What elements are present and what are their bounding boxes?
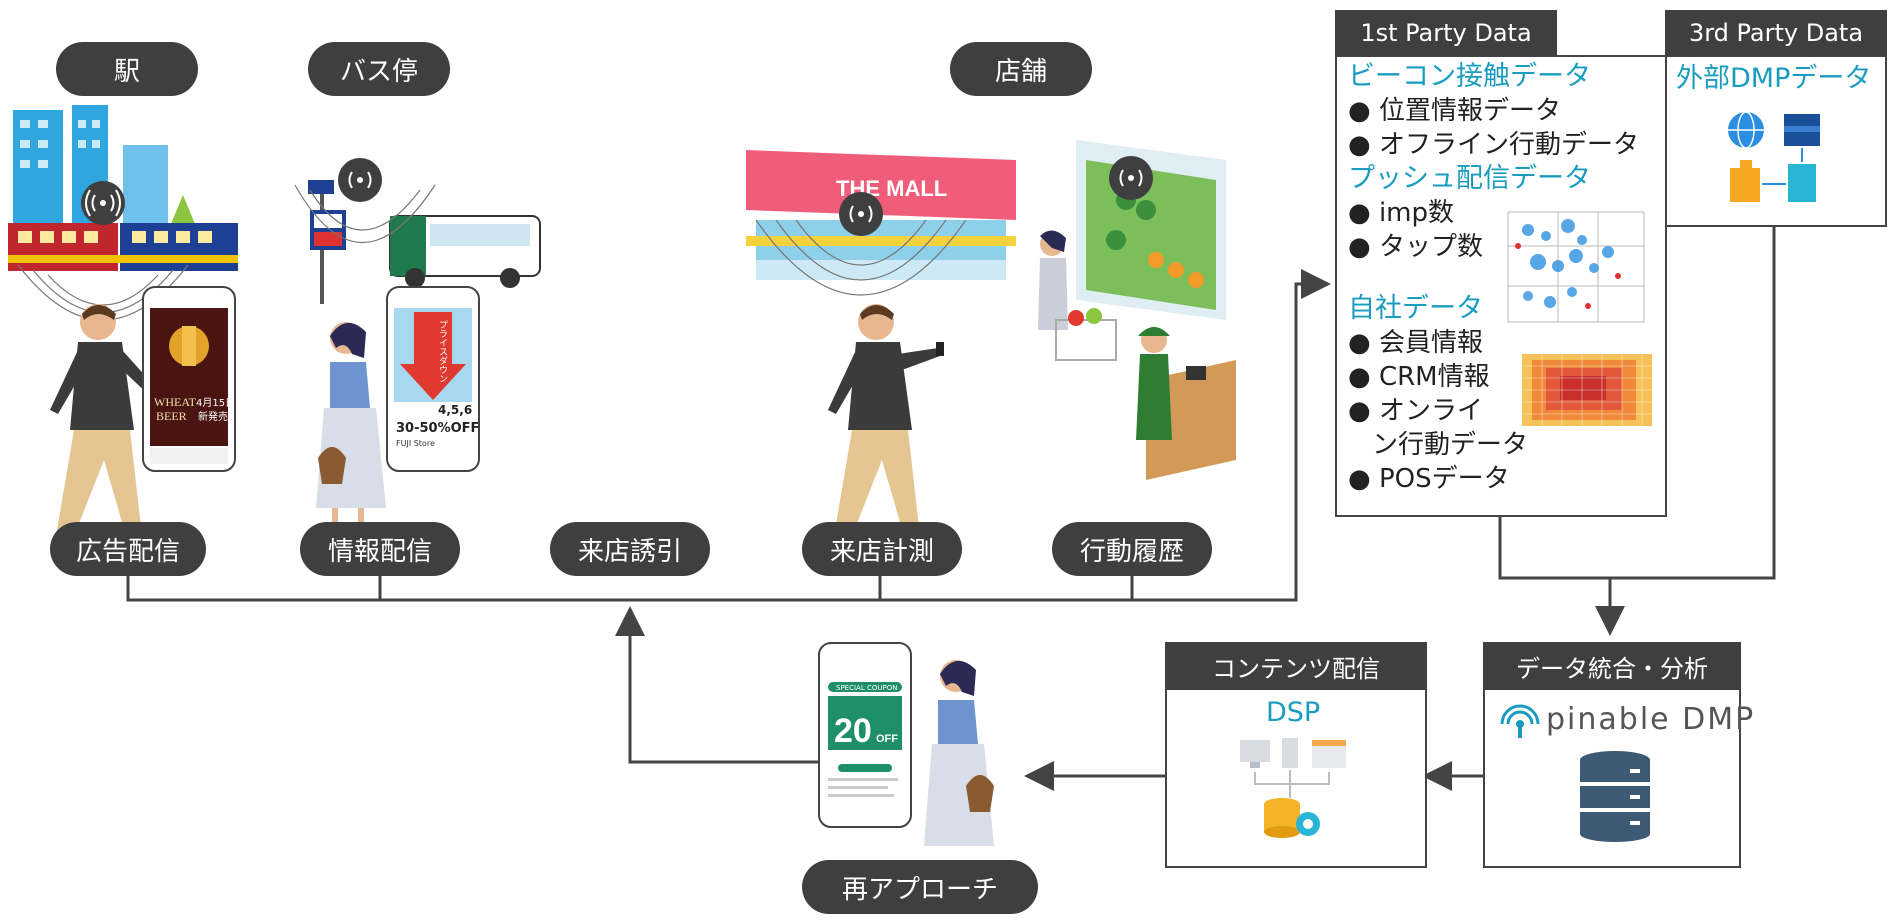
phone1-line2: BEER — [156, 409, 187, 423]
step-info-delivery: 情報配信 — [300, 522, 460, 576]
dsp-label: DSP — [1266, 697, 1321, 728]
beacon-item: ● オフライン行動データ — [1348, 130, 1639, 160]
bus-stop-illustration — [294, 158, 541, 304]
walking-man-2 — [828, 304, 944, 536]
step-reapproach: 再アプローチ — [802, 860, 1038, 914]
phone1-date: 4月15日 — [196, 397, 235, 409]
own-data-title: 自社データ — [1348, 293, 1483, 324]
step-store-visit-inducement: 来店誘引 — [550, 522, 710, 576]
own-data-item-continued: ン行動データ — [1372, 430, 1529, 460]
analysis-header: データ統合・分析 — [1483, 642, 1741, 690]
third-party-header: 3rd Party Data — [1665, 10, 1887, 56]
floor-map-thumbnail — [1498, 206, 1656, 336]
external-dmp-icon — [1728, 111, 1820, 202]
station-illustration — [8, 105, 238, 321]
push-item: ● タップ数 — [1348, 232, 1483, 262]
beacon-title: ビーコン接触データ — [1348, 61, 1591, 92]
phone2-dates: 4,5,6 — [438, 403, 472, 417]
phone2-discount: 30-50%OFF — [396, 421, 479, 436]
phone1-release: 新発売 — [198, 410, 228, 423]
content-delivery-box — [1165, 688, 1427, 868]
location-store: 店舗 — [950, 42, 1092, 96]
third-party-data-box — [1665, 55, 1887, 227]
walking-woman-1 — [316, 322, 386, 534]
content-delivery-header: コンテンツ配信 — [1165, 642, 1427, 690]
phone-price-down: プライスダウン 4,5,6 30-50%OFF FUJI Store — [386, 286, 480, 472]
beacon-item: ● 位置情報データ — [1348, 96, 1561, 126]
location-bus-stop: バス停 — [308, 42, 450, 96]
phone1-line1: WHEAT — [154, 395, 197, 409]
location-station: 駅 — [56, 42, 198, 96]
own-data-item: ● CRM情報 — [1348, 362, 1490, 392]
phone2-banner: プライスダウン — [437, 320, 448, 383]
first-party-header: 1st Party Data — [1335, 10, 1557, 56]
push-title: プッシュ配信データ — [1348, 163, 1591, 194]
to-1st-party-arrow — [126, 269, 1331, 602]
phone3-coupon: SPECIAL COUPON — [836, 684, 897, 692]
step-store-visit-measurement: 来店計測 — [802, 522, 962, 576]
phone-beer-ad: WHEAT BEER 4月15日 新発売 — [142, 286, 236, 472]
external-dmp-title: 外部DMPデータ — [1676, 63, 1872, 94]
first-party-content: ビーコン接触データ ● 位置情報データ ● オフライン行動データ プッシュ配信デ… — [1348, 60, 1658, 496]
pinable-logo-text: pinable DMP — [1546, 702, 1756, 737]
database-icon — [1580, 751, 1650, 842]
mall-illustration: THE MALL — [746, 150, 1016, 296]
push-item: ● imp数 — [1348, 198, 1455, 228]
phone-coupon: SPECIAL COUPON 20 OFF — [818, 642, 912, 828]
own-data-item: ● 会員情報 — [1348, 328, 1483, 358]
step-behavior-history: 行動履歴 — [1052, 522, 1212, 576]
heatmap-thumbnail — [1498, 350, 1656, 430]
store-shelf-illustration — [1038, 140, 1236, 480]
to-analysis-arrow — [1498, 515, 1625, 636]
own-data-item: ● POSデータ — [1348, 464, 1510, 494]
phone3-off: OFF — [876, 733, 898, 745]
to-inducement-arrow — [615, 606, 820, 764]
walking-woman-2 — [924, 660, 994, 846]
own-data-item: ● オンライ — [1348, 396, 1483, 426]
phone3-value: 20 — [834, 712, 872, 750]
dsp-icon — [1240, 738, 1346, 838]
phone2-store: FUJI Store — [396, 439, 435, 448]
pinable-logo-icon — [1500, 704, 1540, 738]
step-ad-delivery: 広告配信 — [50, 522, 206, 576]
